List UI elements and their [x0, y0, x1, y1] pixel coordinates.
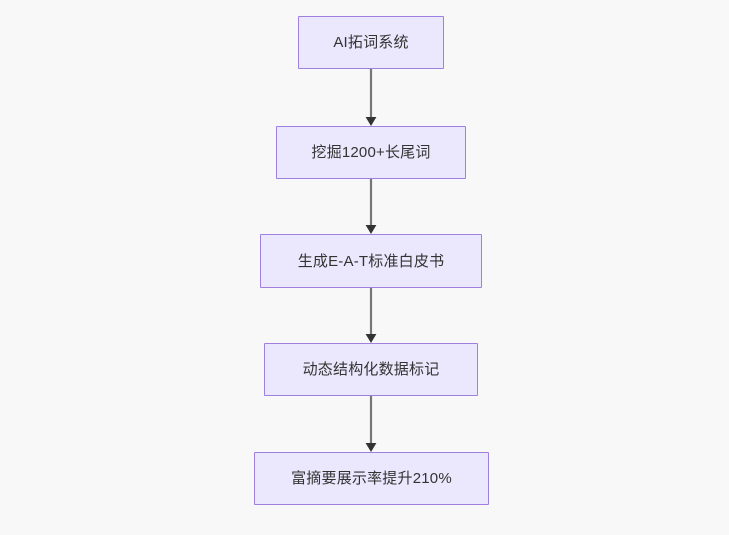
node-label: AI拓词系统 [333, 34, 409, 51]
edge-node2-to-node3 [361, 179, 381, 234]
node-mine-longtail-keywords[interactable]: 挖掘1200+长尾词 [276, 126, 466, 179]
node-ai-keyword-expansion-system[interactable]: AI拓词系统 [298, 16, 444, 69]
node-label: 富摘要展示率提升210% [291, 470, 452, 487]
edge-node1-to-node2 [361, 69, 381, 126]
arrowhead-icon [365, 334, 377, 343]
node-label: 挖掘1200+长尾词 [311, 144, 431, 161]
arrowhead-icon [365, 225, 377, 234]
edge-node4-to-node5 [361, 396, 381, 452]
node-label: 动态结构化数据标记 [302, 361, 440, 378]
edge-node3-to-node4 [361, 288, 381, 343]
arrowhead-icon [365, 443, 377, 452]
arrowhead-icon [365, 117, 377, 126]
node-label: 生成E-A-T标准白皮书 [297, 252, 445, 270]
node-dynamic-structured-data-markup[interactable]: 动态结构化数据标记 [264, 343, 478, 396]
node-rich-snippet-ctr-increase[interactable]: 富摘要展示率提升210% [254, 452, 489, 505]
node-generate-eat-whitepaper[interactable]: 生成E-A-T标准白皮书 [260, 234, 482, 288]
